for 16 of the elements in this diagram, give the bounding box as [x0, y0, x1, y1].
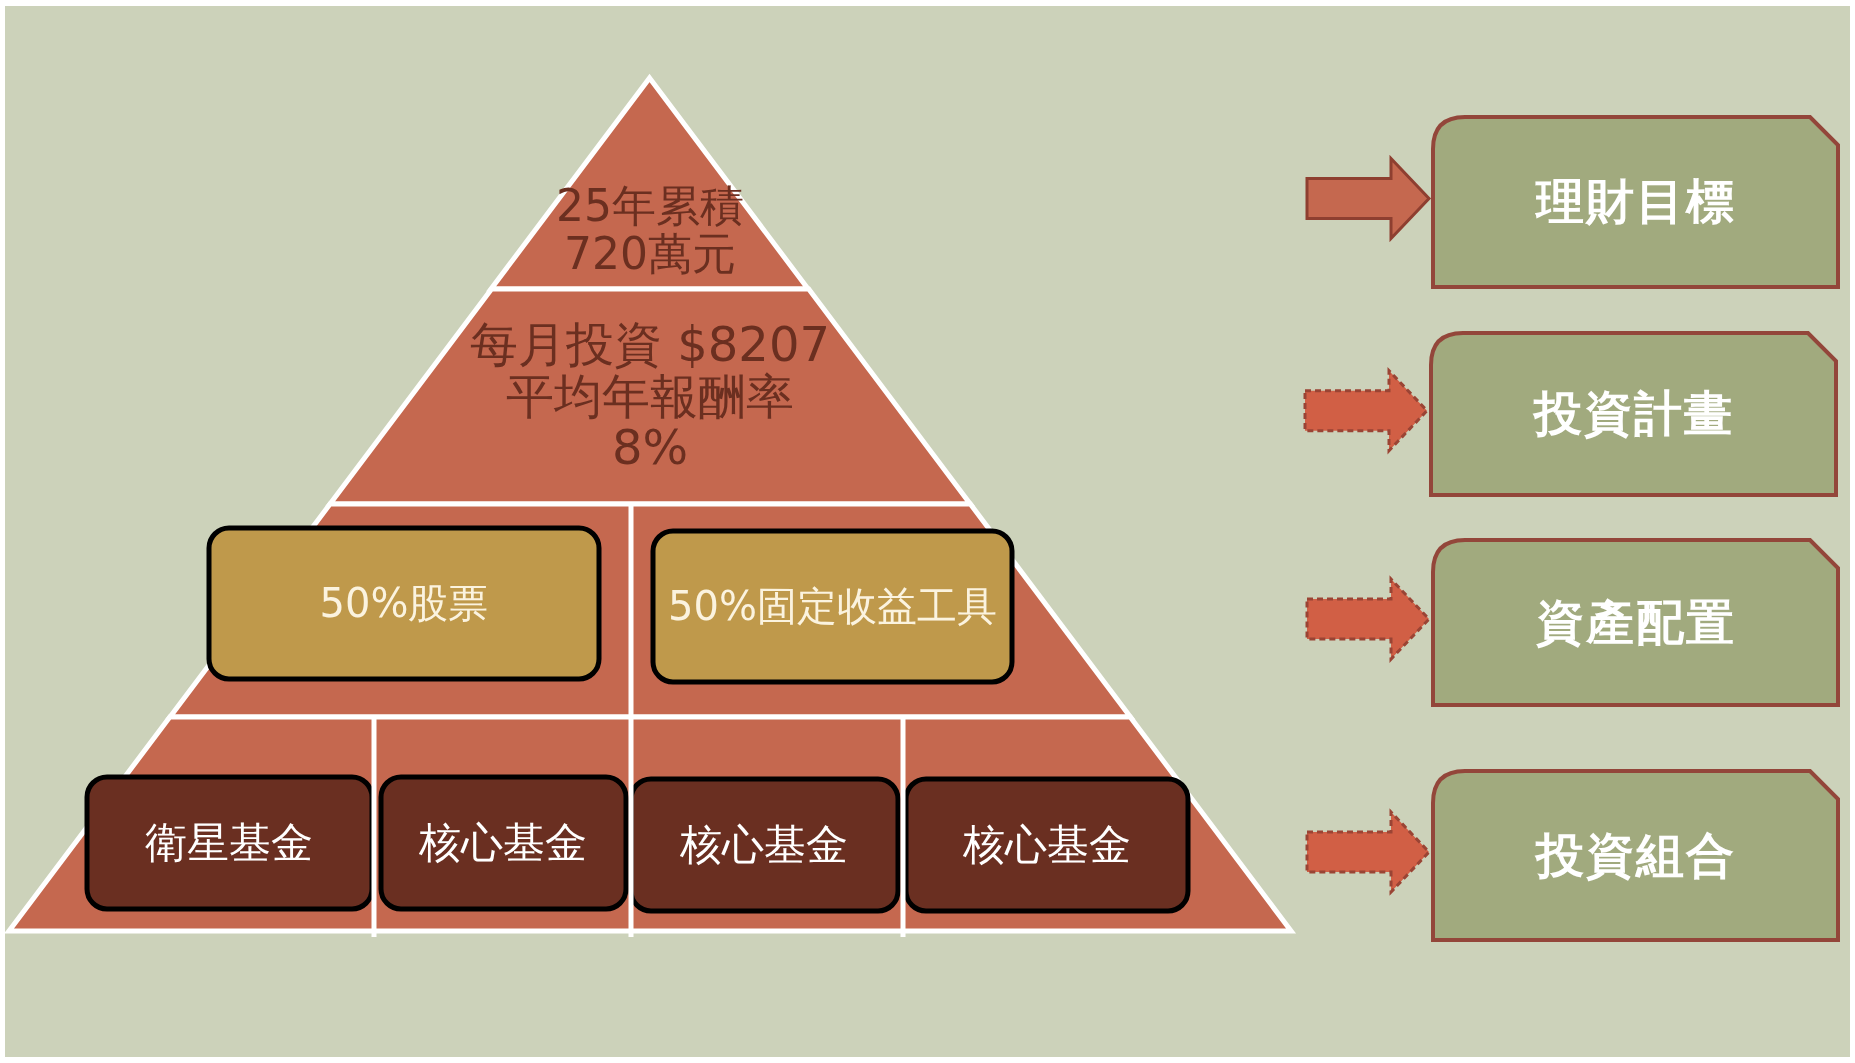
step-label: 投資計畫: [1533, 384, 1734, 443]
block-arrow: [1303, 366, 1430, 455]
box-label: 核心基金: [680, 819, 849, 871]
box-label: 50%固定收益工具: [668, 582, 997, 631]
block-arrow: [1305, 154, 1432, 243]
step-label: 投資組合: [1535, 825, 1736, 885]
block-arrow: [1305, 808, 1432, 896]
box-label: 50%股票: [319, 579, 489, 628]
tier-label: 每月投資 $8207 平均年報酬率 8%: [469, 318, 831, 475]
step-label: 資產配置: [1535, 592, 1736, 652]
step-label: 理財目標: [1535, 172, 1736, 231]
tier-label: 25年累積720萬元: [554, 182, 745, 277]
box-label: 衛星基金: [145, 817, 314, 869]
block-arrow: [1305, 575, 1432, 663]
box-label: 核心基金: [963, 819, 1131, 871]
box-label: 核心基金: [419, 817, 588, 869]
